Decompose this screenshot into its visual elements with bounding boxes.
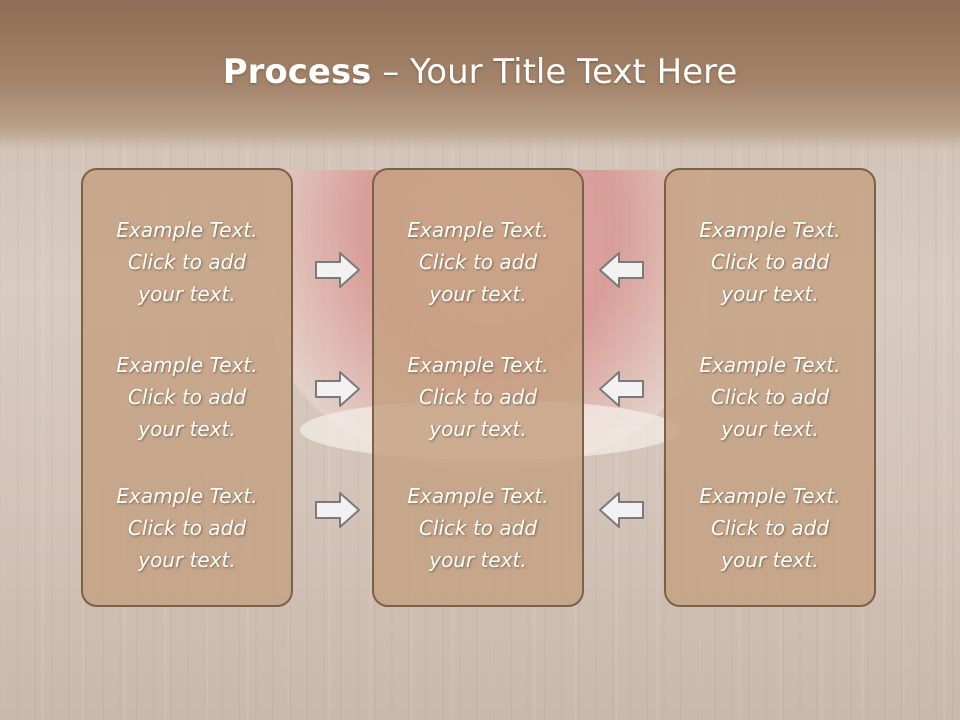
header-band: [0, 0, 960, 150]
arrow-left-icon: [599, 492, 644, 528]
slide-title[interactable]: Process – Your Title Text Here: [0, 52, 960, 92]
arrow-right-icon: [315, 252, 360, 288]
middle-column-text-3[interactable]: Example Text. Click to add your text.: [407, 484, 549, 572]
left-column-text-2[interactable]: Example Text. Click to add your text.: [116, 353, 258, 441]
left-column-text-1[interactable]: Example Text. Click to add your text.: [116, 218, 258, 306]
arrow-right-icon: [315, 492, 360, 528]
left-column-box[interactable]: Example Text. Click to add your text. Ex…: [81, 168, 293, 607]
right-column-text-3[interactable]: Example Text. Click to add your text.: [699, 484, 841, 572]
middle-column-box[interactable]: Example Text. Click to add your text. Ex…: [372, 168, 584, 607]
right-column-box[interactable]: Example Text. Click to add your text. Ex…: [664, 168, 876, 607]
title-bold: Process: [222, 52, 372, 92]
right-column-text-2[interactable]: Example Text. Click to add your text.: [699, 353, 841, 441]
arrow-left-icon: [599, 252, 644, 288]
title-rest: – Your Title Text Here: [371, 52, 738, 92]
middle-column-text-2[interactable]: Example Text. Click to add your text.: [407, 353, 549, 441]
right-column-text-1[interactable]: Example Text. Click to add your text.: [699, 218, 841, 306]
arrow-left-icon: [599, 371, 644, 407]
left-column-text-3[interactable]: Example Text. Click to add your text.: [116, 484, 258, 572]
middle-column-text-1[interactable]: Example Text. Click to add your text.: [407, 218, 549, 306]
arrow-right-icon: [315, 371, 360, 407]
